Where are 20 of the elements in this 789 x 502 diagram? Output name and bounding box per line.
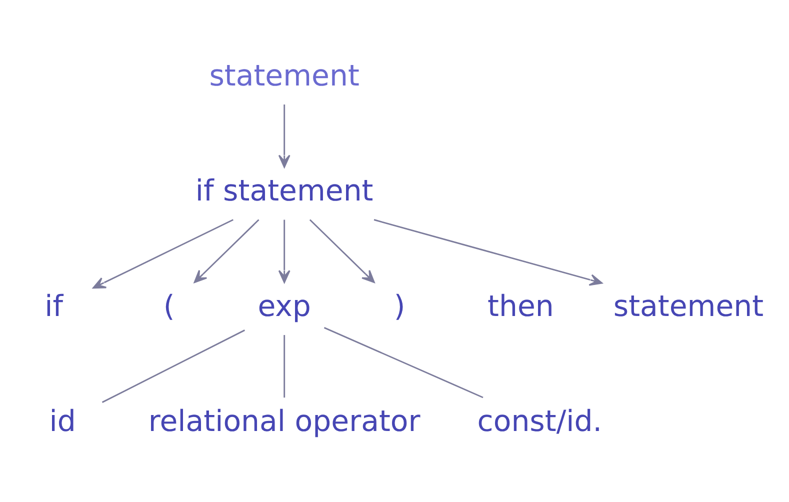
label: then (488, 288, 554, 323)
arrow (278, 104, 290, 168)
node-text: exp (258, 288, 311, 323)
node-text: id (49, 404, 76, 438)
node-text: ) (394, 288, 406, 323)
node-text: relational operator (148, 404, 420, 438)
arrow (309, 219, 375, 284)
arrow (374, 219, 603, 286)
node-text: if (44, 288, 63, 323)
connector (102, 330, 246, 403)
arrow (194, 219, 260, 284)
node-text: ( (163, 288, 175, 323)
connector (284, 335, 286, 398)
arrow (92, 219, 234, 289)
arrow (278, 220, 290, 284)
node-text: statement (209, 58, 360, 92)
node-text: statement (613, 288, 764, 323)
node-text: const/id. (477, 404, 602, 438)
connector (324, 326, 484, 398)
node-text: if statement (195, 174, 374, 208)
